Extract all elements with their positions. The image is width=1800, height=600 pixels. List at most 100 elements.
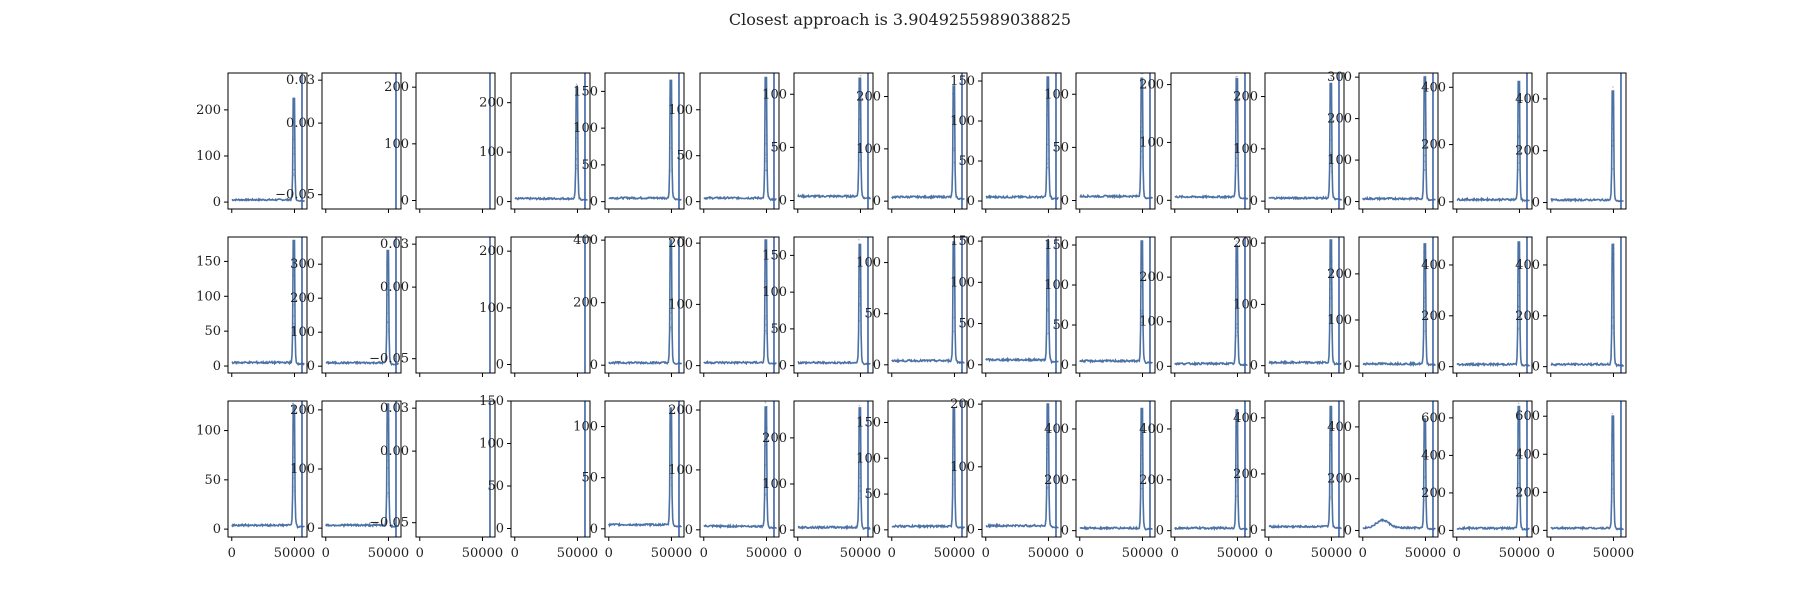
series-point — [1047, 82, 1049, 85]
x-tick-label: 50000 — [1028, 546, 1069, 561]
series-point — [575, 159, 577, 162]
series-point — [1423, 487, 1426, 489]
series-point — [1141, 314, 1143, 317]
series-point — [1047, 243, 1049, 245]
y-tick-label: 100 — [196, 149, 221, 164]
series-point — [576, 137, 578, 139]
series-point — [858, 404, 861, 407]
series-point — [1611, 102, 1614, 104]
series-point — [858, 118, 861, 120]
series-point — [1236, 495, 1238, 498]
series-point — [765, 315, 768, 317]
series-point — [859, 147, 862, 149]
series-point — [1236, 465, 1239, 468]
y-tick-label: 50 — [1052, 318, 1069, 333]
series-point — [1518, 123, 1521, 125]
series-point — [1517, 99, 1519, 101]
y-tick-label: 100 — [762, 87, 787, 102]
series-point — [291, 123, 294, 126]
series-point — [1330, 78, 1333, 80]
y-tick-label: 0 — [590, 195, 598, 210]
series-point — [954, 271, 956, 273]
series-trace — [608, 79, 682, 201]
series-point — [1424, 139, 1426, 142]
series-point — [765, 406, 767, 408]
y-tick-label: 200 — [1515, 144, 1540, 159]
series-point — [859, 295, 861, 298]
series-point — [575, 150, 578, 152]
series-point — [1235, 157, 1238, 159]
series-point — [1330, 240, 1332, 242]
series-point — [292, 425, 295, 428]
series-point — [1140, 412, 1142, 415]
y-tick-label: 300 — [1327, 70, 1352, 85]
series-point — [294, 115, 296, 118]
series-point — [1330, 449, 1332, 451]
series-point — [1517, 115, 1520, 117]
series-point — [1235, 129, 1237, 131]
series-point — [953, 110, 956, 113]
series-point — [1140, 130, 1143, 132]
series-point — [953, 262, 955, 264]
series-point — [1611, 500, 1613, 503]
y-tick-label: 0 — [590, 358, 598, 373]
series-point — [1613, 149, 1615, 152]
series-point — [764, 445, 767, 447]
series-trace — [797, 243, 871, 366]
series-point — [1141, 156, 1144, 158]
series-trace — [985, 403, 1059, 529]
x-tick-label: 0 — [228, 546, 236, 561]
series-point — [1517, 138, 1519, 140]
series-point — [1048, 96, 1050, 98]
series-point — [953, 105, 956, 108]
y-tick-label: 200 — [479, 96, 504, 111]
y-tick-label: 100 — [762, 285, 787, 300]
series-point — [292, 141, 294, 144]
series-point — [858, 106, 860, 108]
axes-frame — [1075, 236, 1156, 374]
series-point — [1423, 477, 1425, 479]
series-point — [292, 135, 294, 138]
series-point — [952, 483, 954, 486]
series-point — [764, 494, 766, 497]
series-trace — [797, 407, 871, 531]
series-point — [1330, 152, 1333, 154]
series-point — [953, 241, 955, 243]
y-tick-label: 100 — [1327, 153, 1352, 168]
series-point — [1236, 323, 1238, 326]
axes-frame — [1264, 72, 1345, 210]
series-point — [1423, 145, 1426, 148]
series-point — [764, 318, 767, 320]
x-tick-label: 50000 — [746, 546, 787, 561]
y-tick-label: 50 — [676, 149, 693, 164]
series-point — [1611, 473, 1614, 475]
series-point — [1236, 110, 1238, 113]
y-tick-label: 100 — [1233, 142, 1258, 157]
series-point — [670, 281, 673, 284]
x-tick-label: 50000 — [1311, 546, 1352, 561]
series-point — [952, 468, 954, 471]
y-tick-label: 400 — [1233, 411, 1258, 426]
axes-frame — [1264, 400, 1345, 538]
series-point — [1140, 315, 1143, 318]
series-point — [1236, 91, 1238, 94]
axes-frame — [1358, 400, 1439, 538]
series-point — [292, 315, 295, 317]
series-point — [669, 430, 671, 433]
series-point — [764, 157, 767, 160]
series-point — [1235, 164, 1238, 167]
series-point — [1140, 263, 1142, 266]
series-point — [1235, 480, 1238, 482]
series-point — [1612, 324, 1614, 327]
y-tick-label: 100 — [290, 325, 315, 340]
y-tick-label: 200 — [1139, 270, 1164, 285]
y-tick-label: 0 — [1532, 360, 1540, 375]
series-point — [669, 318, 671, 320]
series-point — [1423, 169, 1426, 171]
series-point — [860, 160, 862, 162]
